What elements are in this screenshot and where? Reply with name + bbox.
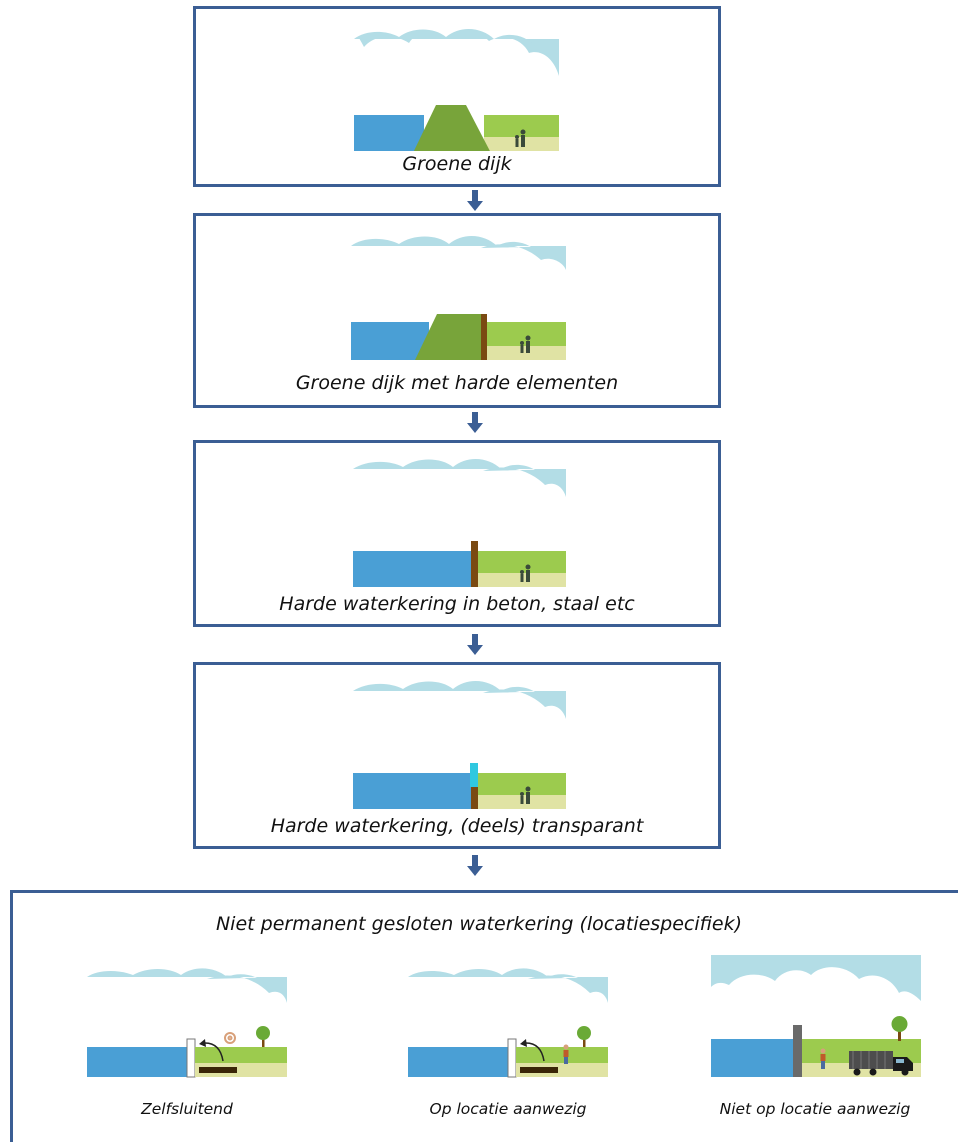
gate-shape — [186, 1038, 196, 1078]
people-icon — [520, 564, 531, 582]
worker-icon — [820, 1048, 826, 1069]
water-shape — [87, 1047, 187, 1077]
curved-arrow-icon — [525, 1042, 545, 1062]
step-caption: Groene dijk met harde elementen — [295, 372, 619, 394]
grass-shape — [478, 551, 566, 573]
step-caption: Groene dijk — [402, 153, 512, 175]
option-caption: Niet op locatie aanwezig — [719, 1100, 911, 1118]
water-shape — [408, 1047, 508, 1077]
groene-dijk-illustration — [354, 21, 559, 151]
cloud-icon — [711, 955, 921, 1001]
down-arrow-icon — [465, 190, 485, 212]
sand-shape — [516, 1063, 608, 1077]
wall-shape — [471, 541, 478, 587]
tree-icon — [256, 1026, 270, 1047]
wall-shape — [793, 1025, 802, 1077]
water-shape — [711, 1039, 793, 1077]
glass-wall-shape — [470, 763, 478, 787]
gate-flap-shape — [520, 1067, 558, 1073]
zelfsluitend-illustration — [87, 965, 287, 1078]
op-locatie-aanwezig-illustration — [408, 965, 608, 1078]
cloud-icon — [354, 21, 559, 76]
people-icon — [520, 786, 531, 804]
groene-dijk-harde-elementen-illustration — [351, 230, 566, 360]
transparante-waterkering-illustration — [353, 677, 566, 809]
niet-op-locatie-aanwezig-illustration — [711, 955, 921, 1077]
grass-shape — [484, 115, 559, 137]
water-shape — [351, 322, 429, 360]
cloud-icon — [351, 230, 566, 270]
wall-shape — [471, 787, 478, 809]
harde-waterkering-illustration — [353, 455, 566, 587]
grass-shape — [478, 773, 566, 795]
step-groene-dijk-harde-elementen: Groene dijk met harde elementen — [193, 213, 721, 408]
water-shape — [353, 773, 471, 809]
cloud-icon — [87, 965, 287, 1003]
gear-icon — [224, 1032, 236, 1044]
step-caption: Harde waterkering, (deels) transparant — [270, 815, 644, 837]
step-groene-dijk: Groene dijk — [193, 6, 721, 187]
green-dike-shape — [415, 314, 487, 360]
cloud-icon — [408, 965, 608, 1003]
tree-icon — [577, 1026, 591, 1047]
wall-shape — [481, 314, 487, 360]
down-arrow-icon — [465, 412, 485, 434]
truck-icon — [849, 1051, 913, 1076]
water-shape — [353, 551, 471, 587]
final-title: Niet permanent gesloten waterkering (loc… — [215, 913, 743, 935]
down-arrow-icon — [465, 855, 485, 877]
cloud-icon — [353, 455, 566, 497]
tree-icon — [891, 1016, 908, 1041]
gate-shape — [507, 1038, 517, 1078]
grass-shape — [195, 1047, 287, 1063]
grass-shape — [516, 1047, 608, 1063]
final-niet-permanent-box: Niet permanent gesloten waterkering (loc… — [10, 890, 958, 1142]
people-icon — [520, 335, 531, 353]
gate-flap-shape — [199, 1067, 237, 1073]
option-caption: Op locatie aanwezig — [429, 1100, 587, 1118]
step-harde-waterkering-transparant: Harde waterkering, (deels) transparant — [193, 662, 721, 849]
curved-arrow-icon — [204, 1042, 224, 1062]
step-caption: Harde waterkering in beton, staal etc — [279, 593, 635, 615]
cloud-icon — [353, 677, 566, 719]
worker-icon — [563, 1044, 569, 1064]
people-icon — [515, 129, 526, 147]
option-caption: Zelfsluitend — [141, 1100, 233, 1118]
step-harde-waterkering: Harde waterkering in beton, staal etc — [193, 440, 721, 627]
water-shape — [354, 115, 424, 151]
down-arrow-icon — [465, 634, 485, 656]
green-dike-shape — [413, 105, 490, 151]
sand-shape — [195, 1063, 287, 1077]
